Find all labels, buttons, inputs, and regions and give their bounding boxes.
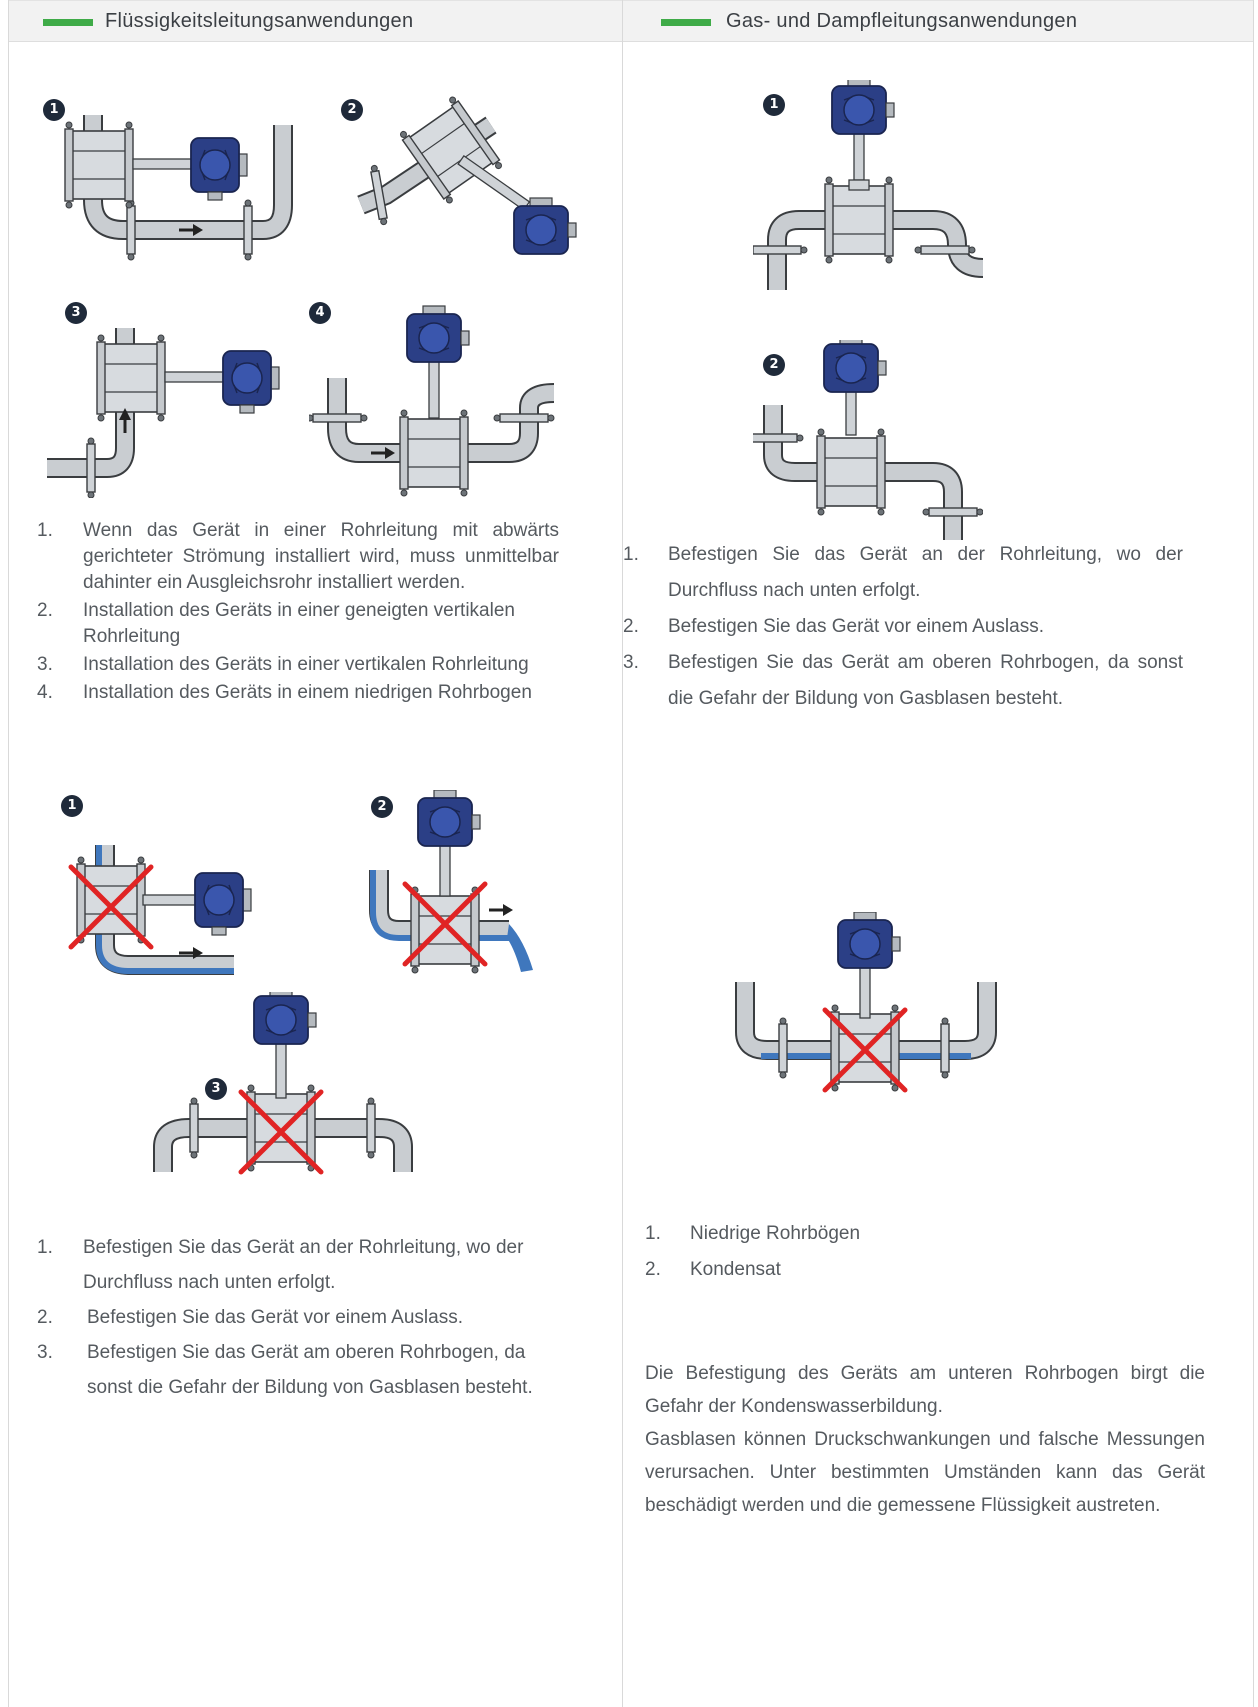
list-item-number: 2.: [37, 600, 53, 621]
explanation-paragraph-2: Gasblasen können Druckschwankungen und f…: [645, 1429, 1205, 1516]
list-item: 1. Wenn das Gerät in einer Rohrleitung m…: [37, 518, 559, 596]
right-column-title: Gas- und Dampfleitungsanwendungen: [726, 10, 1078, 32]
accent-bar: [661, 19, 711, 26]
liquid-wrong-figure-2: 2: [349, 790, 559, 980]
list-item-text: Befestigen Sie das Gerät an der Rohrleit…: [668, 544, 1183, 601]
list-item-number: 2.: [623, 616, 639, 637]
figure-number-badge: 2: [341, 99, 363, 121]
left-column: Flüssigkeitsleitungsanwendungen 1 2: [8, 0, 623, 1707]
liquid-wrong-list: 1. Befestigen Sie das Gerät an der Rohrl…: [37, 1230, 572, 1405]
liquid-correct-list: 1. Wenn das Gerät in einer Rohrleitung m…: [37, 518, 559, 706]
list-item-number: 1.: [37, 520, 53, 541]
liquid-correct-figure-1: 1: [43, 95, 303, 265]
list-item-number: 3.: [37, 654, 53, 675]
list-item-text: Befestigen Sie das Gerät vor einem Ausla…: [87, 1307, 463, 1328]
list-item-text: Installation des Geräts in einer vertika…: [83, 654, 529, 675]
list-item: 4. Installation des Geräts in einem nied…: [37, 680, 559, 706]
list-item-number: 1.: [623, 544, 639, 565]
list-item-number: 1.: [37, 1237, 53, 1258]
left-column-header: Flüssigkeitsleitungsanwendungen: [9, 0, 623, 42]
list-item-text: Befestigen Sie das Gerät am oberen Rohrb…: [668, 652, 1183, 709]
gas-correct-figure-2: 2: [753, 340, 983, 545]
list-item-number: 1.: [645, 1223, 661, 1244]
gas-correct-list: 1. Befestigen Sie das Gerät an der Rohrl…: [623, 537, 1183, 717]
figure-number-badge: 2: [371, 796, 393, 818]
list-item-text: Installation des Geräts in einer geneigt…: [83, 600, 515, 647]
list-item: 3. Installation des Geräts in einer vert…: [37, 652, 559, 678]
list-item-text: Befestigen Sie das Gerät an der Rohrleit…: [83, 1237, 524, 1293]
list-item: 2. Befestigen Sie das Gerät vor einem Au…: [37, 1300, 572, 1335]
gas-wrong-list: 1. Niedrige Rohrbögen 2. Kondensat: [645, 1216, 1165, 1288]
list-item-text: Installation des Geräts in einem niedrig…: [83, 682, 532, 703]
left-column-title: Flüssigkeitsleitungsanwendungen: [105, 10, 414, 32]
list-item: 2. Befestigen Sie das Gerät vor einem Au…: [623, 609, 1183, 645]
liquid-correct-figure-3: 3: [47, 298, 307, 498]
list-item-number: 3.: [37, 1342, 53, 1363]
list-item-text: Befestigen Sie das Gerät am oberen Rohrb…: [87, 1342, 533, 1398]
right-column: Gas- und Dampfleitungsanwendungen 1 2: [622, 0, 1254, 1707]
figure-number-badge: 1: [61, 795, 83, 817]
right-column-header: Gas- und Dampfleitungsanwendungen: [623, 0, 1253, 42]
liquid-wrong-figure-3: 3: [149, 992, 419, 1182]
gas-wrong-figure: [731, 912, 1001, 1102]
gas-correct-figure-1: 1: [753, 80, 983, 295]
liquid-correct-figure-4: 4: [309, 298, 579, 498]
list-item-number: 4.: [37, 682, 53, 703]
list-item-text: Wenn das Gerät in einer Rohrleitung mit …: [83, 520, 559, 593]
list-item-text: Befestigen Sie das Gerät vor einem Ausla…: [668, 616, 1044, 637]
figure-number-badge: 3: [65, 302, 87, 324]
list-item: 2. Kondensat: [645, 1252, 1165, 1288]
list-item-number: 3.: [623, 652, 639, 673]
liquid-wrong-figure-1: 1: [39, 795, 259, 980]
explanation-paragraph-1: Die Befestigung des Geräts am unteren Ro…: [645, 1363, 1205, 1417]
figure-number-badge: 3: [205, 1078, 227, 1100]
list-item: 1. Befestigen Sie das Gerät an der Rohrl…: [37, 1230, 572, 1300]
list-item-number: 2.: [645, 1259, 661, 1280]
list-item: 2. Installation des Geräts in einer gene…: [37, 598, 559, 650]
list-item: 1. Befestigen Sie das Gerät an der Rohrl…: [623, 537, 1183, 609]
figure-number-badge: 2: [763, 354, 785, 376]
liquid-correct-figure-2: 2: [341, 95, 601, 270]
list-item-number: 2.: [37, 1307, 53, 1328]
figure-number-badge: 4: [309, 302, 331, 324]
figure-number-badge: 1: [763, 94, 785, 116]
accent-bar: [43, 19, 93, 26]
list-item-text: Niedrige Rohrbögen: [690, 1223, 861, 1244]
list-item: 3. Befestigen Sie das Gerät am oberen Ro…: [623, 645, 1183, 717]
list-item: 3. Befestigen Sie das Gerät am oberen Ro…: [37, 1335, 572, 1405]
list-item: 1. Niedrige Rohrbögen: [645, 1216, 1165, 1252]
figure-number-badge: 1: [43, 99, 65, 121]
list-item-text: Kondensat: [690, 1259, 781, 1280]
